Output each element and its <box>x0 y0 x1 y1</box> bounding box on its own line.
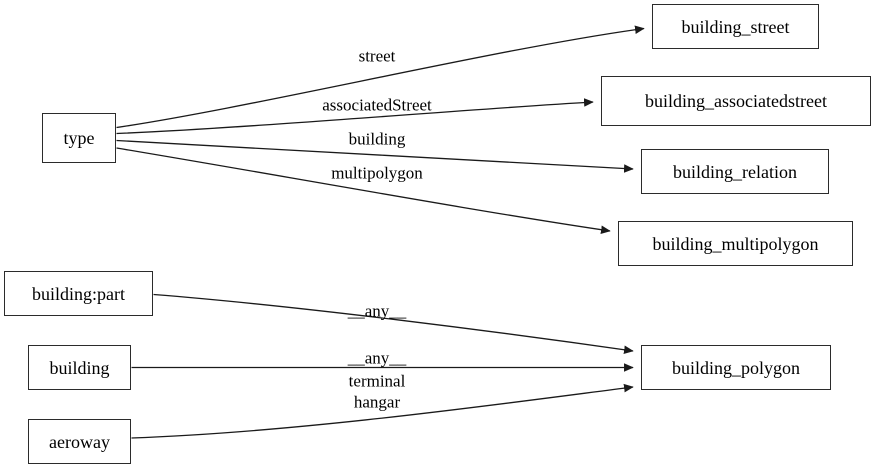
edge-label-any-building-part: __any__ <box>347 301 407 321</box>
node-building-associatedstreet-label: building_associatedstreet <box>645 91 827 111</box>
node-building-multipolygon-label: building_multipolygon <box>652 233 819 254</box>
node-building-polygon-label: building_polygon <box>671 357 800 378</box>
edge-label-multipolygon: multipolygon <box>331 163 423 183</box>
node-building[interactable]: building <box>28 345 131 390</box>
edge-label-terminal: terminal <box>348 371 406 391</box>
node-building-street[interactable]: building_street <box>652 4 819 49</box>
node-building-street-label: building_street <box>681 16 790 37</box>
node-aeroway[interactable]: aeroway <box>28 419 131 464</box>
edge-label-building: building <box>348 129 406 149</box>
edge-label-hangar: hangar <box>353 392 401 412</box>
node-aeroway-label: aeroway <box>49 431 110 452</box>
node-building-relation[interactable]: building_relation <box>641 149 829 194</box>
edge-label-associatedstreet: associatedStreet <box>322 95 432 115</box>
edge-label-any-building: __any__ <box>347 348 407 368</box>
node-type[interactable]: type <box>42 113 116 163</box>
node-building-part[interactable]: building:part <box>4 271 153 316</box>
node-building-multipolygon[interactable]: building_multipolygon <box>618 221 853 266</box>
node-building-associatedstreet[interactable]: building_associatedstreet <box>601 76 871 126</box>
node-building-part-label: building:part <box>32 283 125 304</box>
edge-type-building-multipolygon <box>116 147 611 234</box>
edge-label-street: street <box>358 46 396 66</box>
node-type-label: type <box>63 128 95 148</box>
node-building-relation-label: building_relation <box>673 161 797 182</box>
node-building-polygon[interactable]: building_polygon <box>641 345 831 390</box>
node-building-label: building <box>49 357 110 378</box>
